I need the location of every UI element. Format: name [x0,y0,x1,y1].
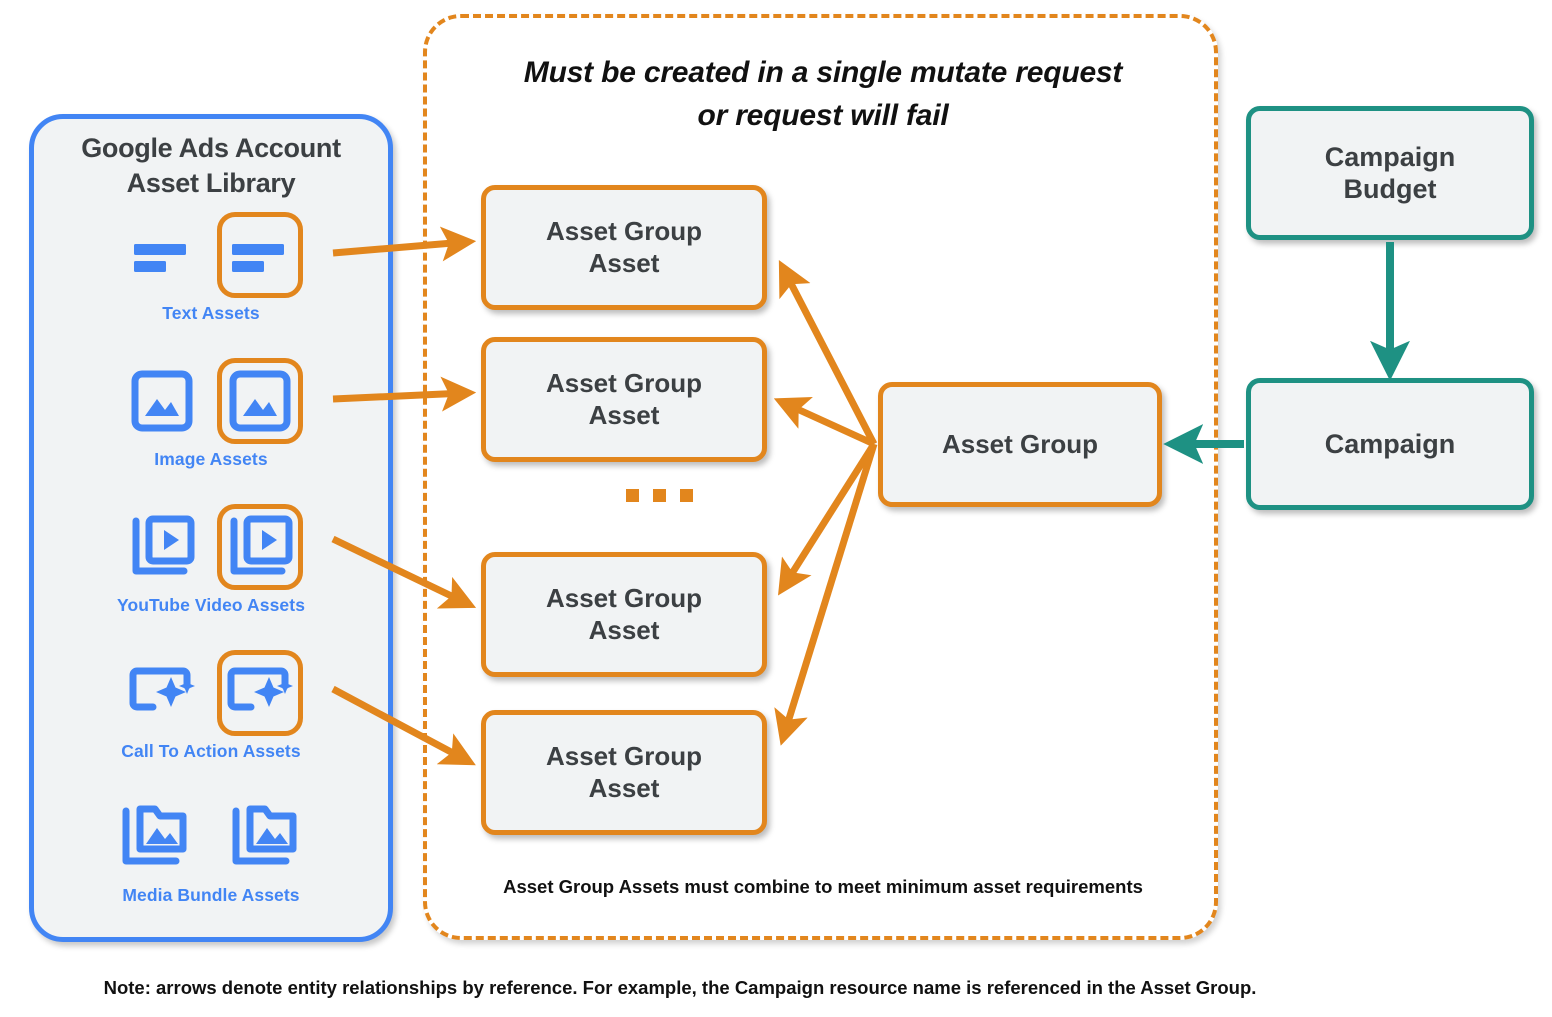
asset-group-asset-ellipsis [626,489,693,502]
asset-caption-cta: Call To Action Assets [121,741,301,761]
asset-group-asset-label-2: Asset Group Asset [546,368,702,430]
asset-caption-video: YouTube Video Assets [116,595,306,615]
asset-library-title-line1: Google Ads Account [81,133,341,163]
mutate-container-title-line1: Must be created in a single mutate reque… [523,56,1123,89]
call-to-action-icon [119,650,205,736]
campaign-budget-line2: Budget [1343,174,1437,204]
aga-line1-4: Asset Group [545,741,703,772]
asset-library-title: Google Ads Account Asset Library [34,131,388,200]
call-to-action-icon-highlighted[interactable] [217,650,303,736]
asset-library-title-line2: Asset Library [126,167,296,198]
media-bundle-icon-2 [223,794,309,880]
asset-caption-media-bundle: Media Bundle Assets [122,885,300,905]
text-lines-icon-highlighted[interactable] [217,212,303,298]
aga-line1-1: Asset Group [545,216,703,247]
asset-row-cta: Call To Action Assets [34,647,388,762]
asset-group-asset-label-3: Asset Group Asset [546,583,702,645]
asset-group-asset-node-4[interactable]: Asset Group Asset [481,710,767,835]
mutate-container-footnote: Asset Group Assets must combine to meet … [503,876,1143,897]
media-bundle-icon [113,794,199,880]
asset-icon-group-media-bundle [34,791,388,883]
asset-group-asset-label-4: Asset Group Asset [546,741,702,803]
video-stack-icon [119,504,205,590]
asset-icon-group-text [34,209,388,301]
ellipsis-dot-3 [680,489,693,502]
video-stack-icon-highlighted[interactable] [217,504,303,590]
mutate-container-title: Must be created in a single mutate reque… [443,52,1203,138]
asset-group-node[interactable]: Asset Group [878,382,1162,507]
aga-line2-4: Asset [588,772,660,803]
asset-group-asset-node-1[interactable]: Asset Group Asset [481,185,767,310]
text-lines-icon [119,212,205,298]
campaign-budget-line1: Campaign [1324,141,1456,172]
aga-line1-2: Asset Group [545,368,703,399]
asset-group-asset-node-2[interactable]: Asset Group Asset [481,337,767,462]
campaign-label: Campaign [1324,428,1456,459]
aga-line2-2: Asset [588,399,660,430]
image-icon [119,358,205,444]
aga-line2-1: Asset [588,247,660,278]
asset-caption-image: Image Assets [154,449,268,469]
campaign-node[interactable]: Campaign [1246,378,1534,510]
asset-icon-group-cta [34,647,388,739]
asset-row-text: Text Assets [34,209,388,324]
asset-icon-group-video [34,501,388,593]
asset-group-asset-label-1: Asset Group Asset [546,216,702,278]
campaign-budget-node[interactable]: Campaign Budget [1246,106,1534,240]
ellipsis-dot-1 [626,489,639,502]
aga-line2-3: Asset [588,614,660,645]
image-icon-highlighted[interactable] [217,358,303,444]
asset-row-media-bundle: Media Bundle Assets [34,791,388,906]
ellipsis-dot-2 [653,489,666,502]
campaign-budget-label: Campaign Budget [1325,141,1456,206]
asset-icon-group-image [34,355,388,447]
asset-group-asset-node-3[interactable]: Asset Group Asset [481,552,767,677]
asset-row-image: Image Assets [34,355,388,470]
aga-line1-3: Asset Group [545,583,703,614]
asset-caption-text: Text Assets [162,303,260,323]
asset-group-label: Asset Group [941,428,1099,459]
mutate-container-title-line2: or request will fail [697,98,949,132]
bottom-note: Note: arrows denote entity relationships… [103,977,1257,998]
asset-row-video: YouTube Video Assets [34,501,388,616]
asset-library-panel: Google Ads Account Asset Library [29,114,393,942]
mutate-request-container [423,14,1218,940]
